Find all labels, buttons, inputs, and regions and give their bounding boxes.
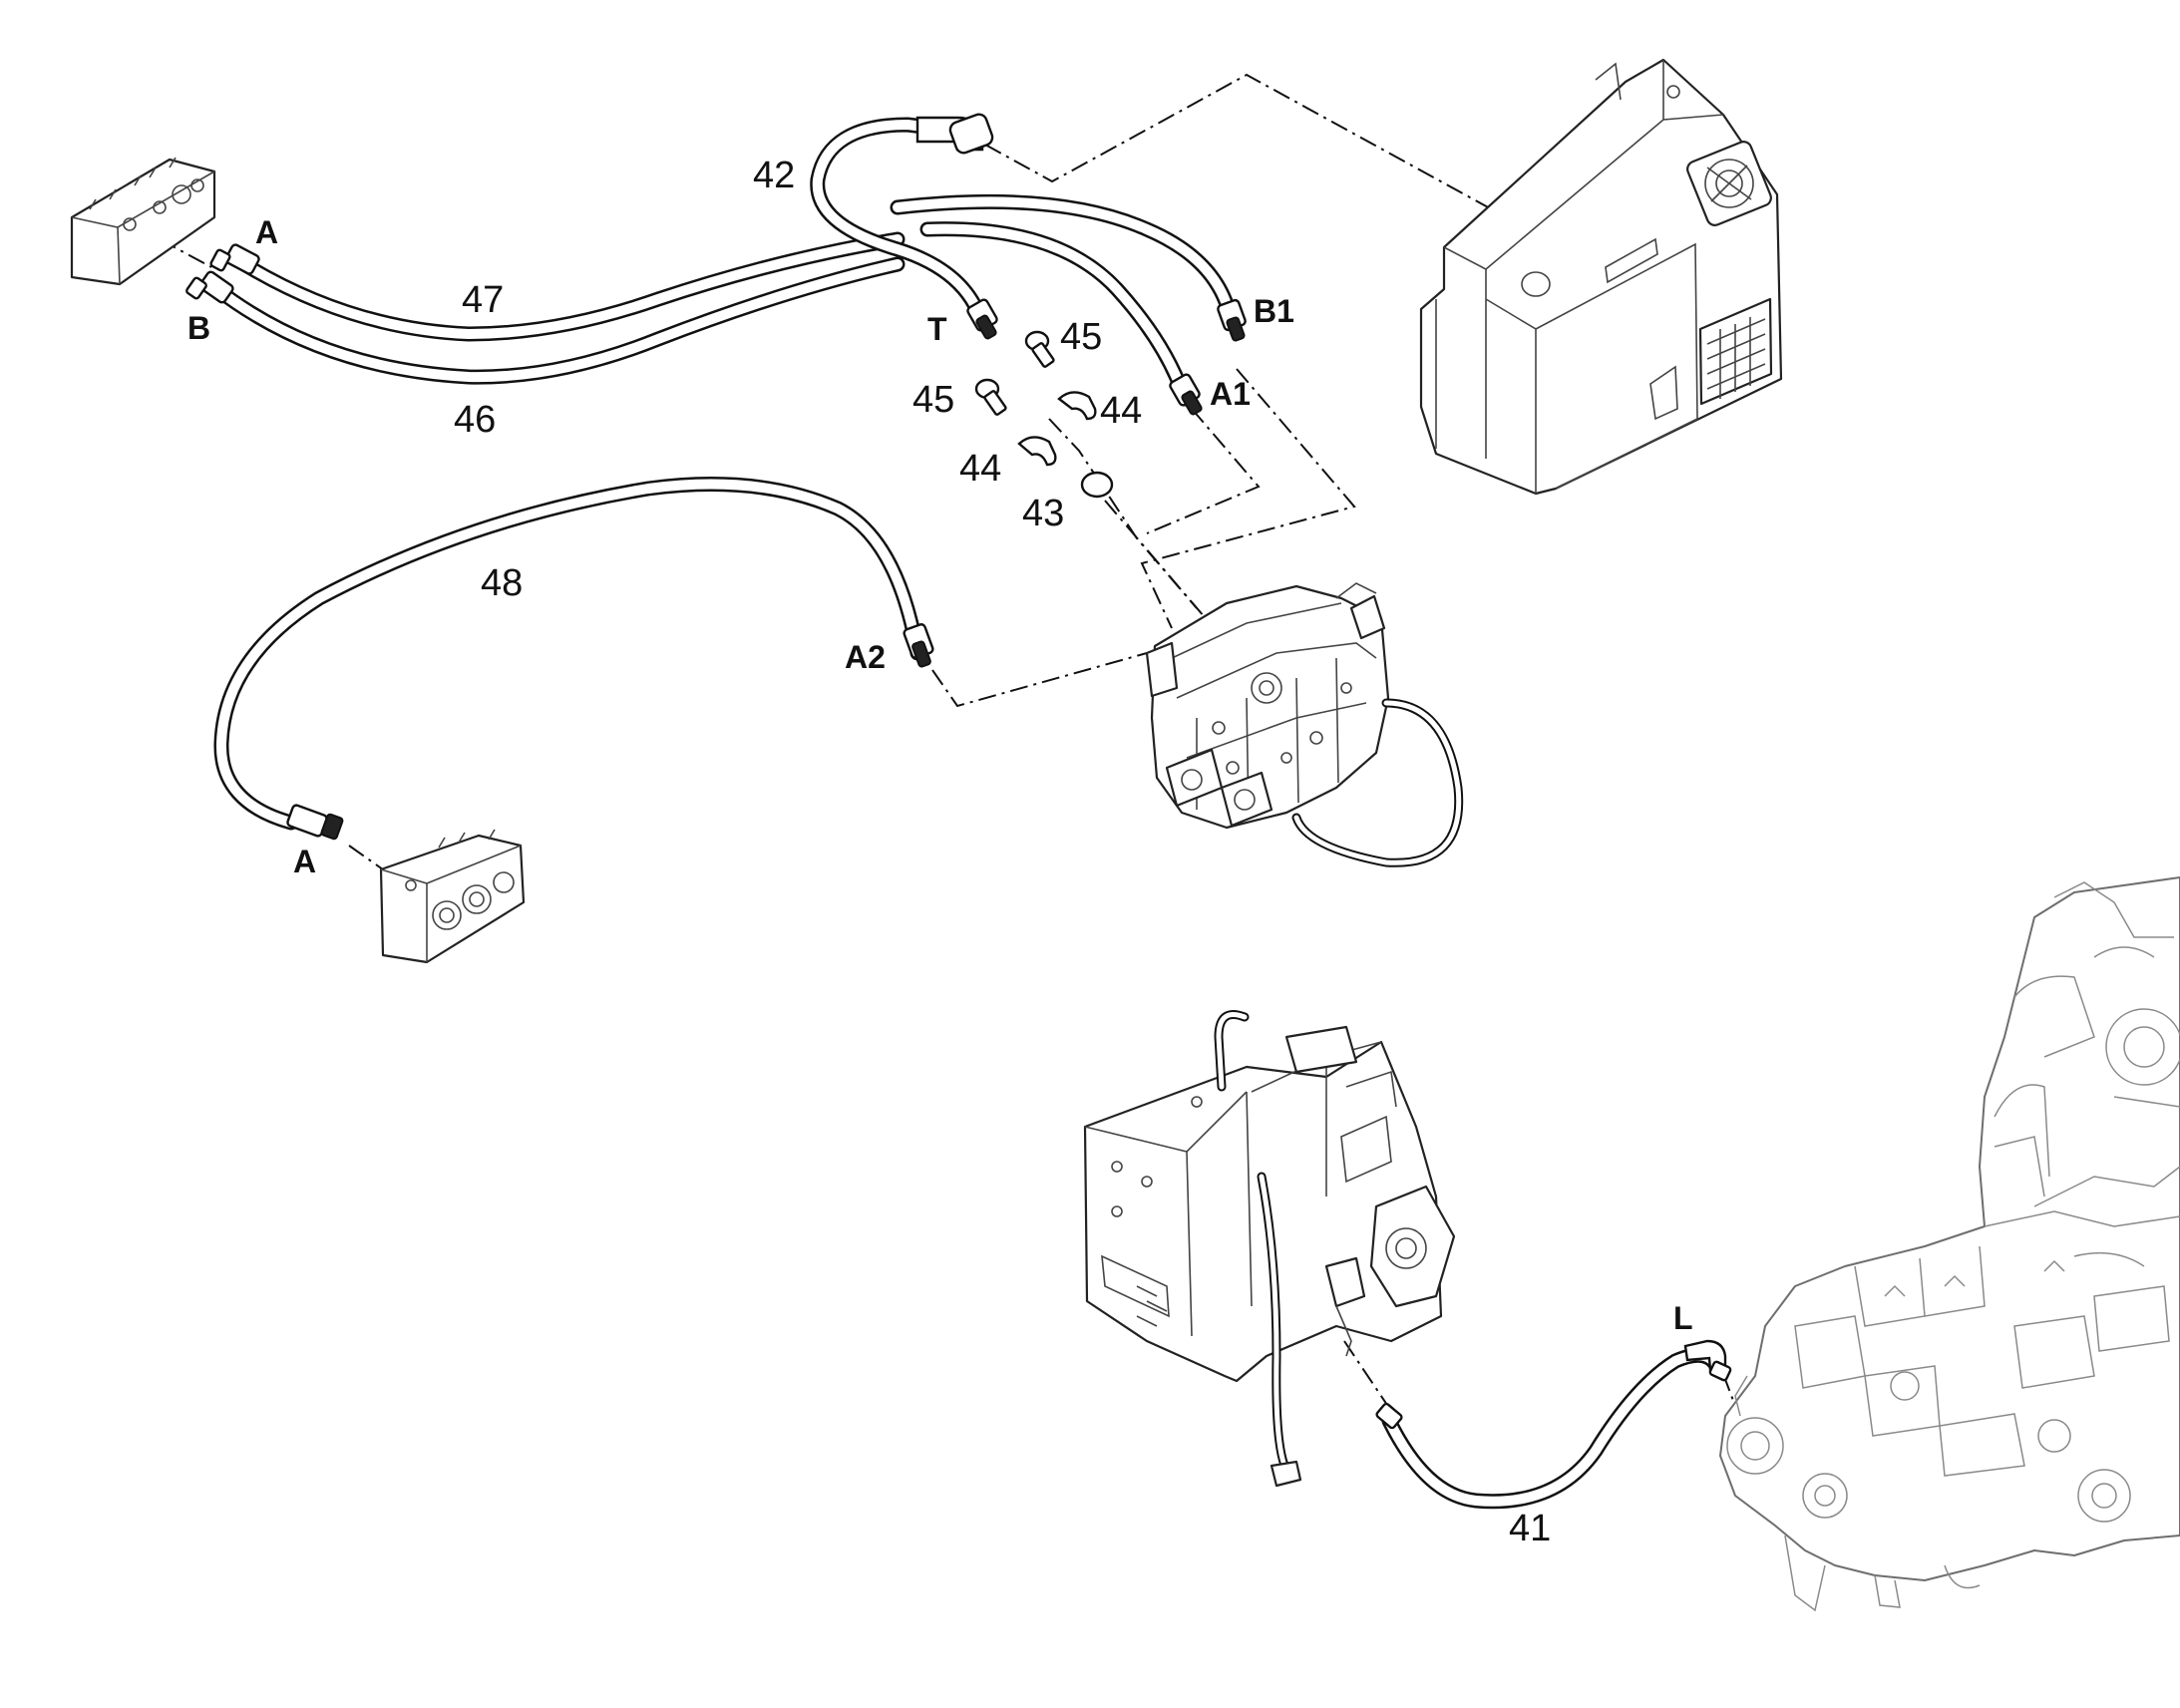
port-t: T (927, 311, 947, 347)
engine-transmission (1719, 876, 2180, 1612)
callout-45-upper: 45 (1060, 316, 1102, 358)
port-b1: B1 (1254, 293, 1294, 329)
port-b-upper: B (187, 310, 210, 346)
o-ring-43 (1080, 471, 1114, 499)
fitting-b-upper (185, 270, 234, 304)
fitting-a-upper (209, 243, 260, 275)
upper-pump-housing (1419, 58, 1783, 496)
bolt-45-upper (1024, 330, 1055, 368)
callout-44-lower: 44 (959, 448, 1001, 490)
callout-41: 41 (1509, 1508, 1551, 1549)
clamp-44-upper (1057, 391, 1097, 421)
port-a2: A2 (845, 639, 886, 675)
port-a-upper: A (255, 214, 278, 250)
lower-left-manifold (379, 829, 526, 964)
fitting-elbow-42 (915, 113, 994, 155)
fitting-a-lower (286, 804, 344, 841)
callout-45-lower: 45 (912, 379, 954, 421)
port-labels: A B T B1 A1 A2 A L (187, 214, 1693, 1336)
leader-lines (107, 73, 1751, 1447)
callout-47: 47 (462, 279, 504, 321)
fitting-l (1683, 1339, 1732, 1382)
port-a1: A1 (1210, 376, 1251, 412)
fitting-a1 (1169, 373, 1203, 416)
hose-fittings (185, 113, 1732, 1430)
lower-pump-housing (1083, 1010, 1456, 1488)
fitting-b1 (1217, 298, 1247, 342)
bolt-45-lower (974, 378, 1007, 416)
fitting-a2 (903, 623, 934, 668)
fitting-t (966, 298, 998, 340)
clamp-44-lower (1017, 436, 1057, 467)
upper-left-manifold (70, 157, 216, 286)
callout-46: 46 (454, 399, 496, 441)
small-parts (974, 330, 1114, 499)
callout-labels: 41 42 43 44 44 45 45 46 47 48 (454, 155, 1551, 1549)
fitting-41-left (1375, 1402, 1403, 1430)
control-valve-block (1145, 582, 1464, 867)
callout-48: 48 (481, 562, 523, 604)
callout-42: 42 (753, 155, 795, 196)
callout-44-upper: 44 (1100, 390, 1142, 432)
port-l: L (1673, 1300, 1693, 1336)
port-a-lower: A (293, 844, 316, 879)
hoses (206, 117, 1723, 1510)
callout-43: 43 (1022, 493, 1064, 534)
